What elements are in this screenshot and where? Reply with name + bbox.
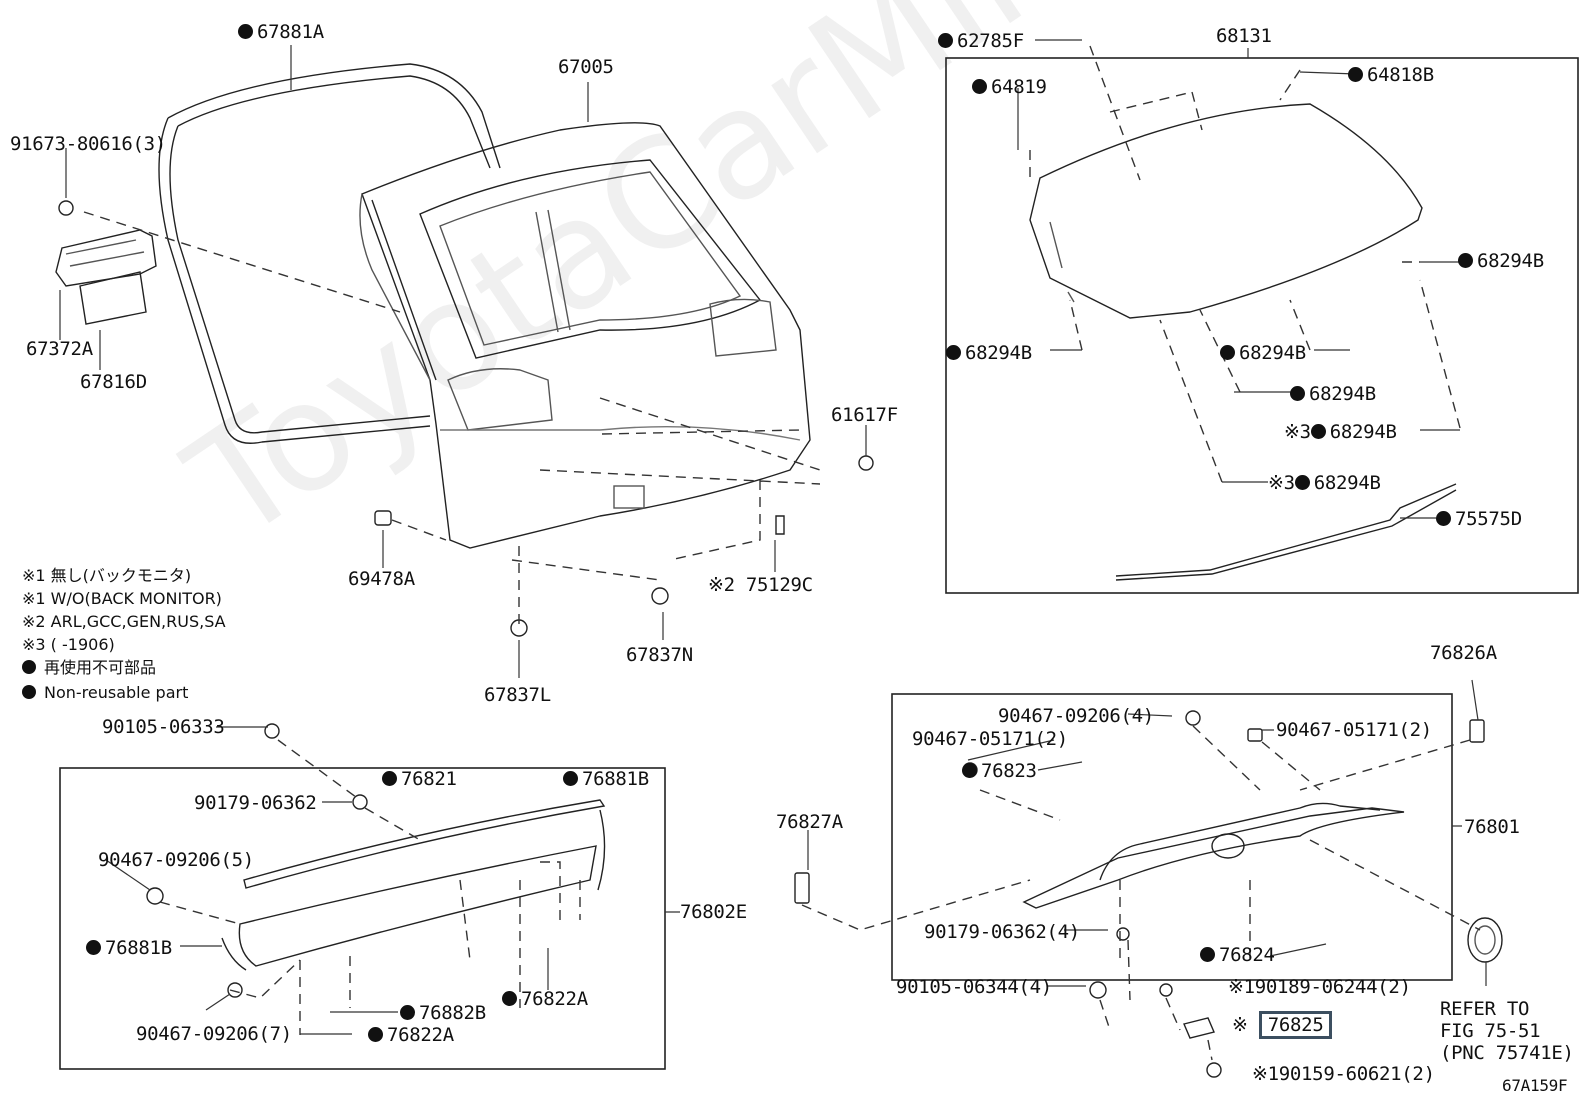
non-reusable-dot-icon	[86, 940, 101, 955]
label-76823: 76823	[962, 760, 1037, 782]
label-64818B: 64818B	[1348, 64, 1434, 86]
label-90179-06362: 90179-06362	[194, 792, 317, 814]
label-76881B-bottom: 76881B	[86, 937, 172, 959]
label-90189-06244: ※190189-06244(2)	[1228, 976, 1411, 998]
label-90159-60621: ※190159-60621(2)	[1252, 1063, 1435, 1085]
label-91673-80616: 91673-80616(3)	[10, 133, 166, 155]
label-69478A: 69478A	[348, 568, 415, 590]
non-reusable-dot-icon	[22, 660, 36, 674]
label-76882B: 76882B	[400, 1002, 486, 1024]
back-glass-drawing	[1029, 103, 1457, 581]
label-68294B-center-1: 68294B	[1220, 342, 1306, 364]
label-90467-09206-7: 90467-09206(7)	[136, 1023, 292, 1045]
non-reusable-dot-icon	[962, 763, 977, 778]
label-90467-09206-5: 90467-09206(5)	[98, 849, 254, 871]
label-67816D: 67816D	[80, 371, 147, 393]
label-76825: ※ 76825	[1232, 1011, 1333, 1039]
label-76822A-bottom: 76822A	[368, 1024, 454, 1046]
label-90105-06344: 90105-06344(4)	[896, 976, 1052, 998]
weatherstrip-drawing	[158, 63, 501, 444]
label-76824: 76824	[1200, 944, 1275, 966]
label-90179-06362-4: 90179-06362(4)	[924, 921, 1080, 943]
garnish-right-drawing	[1022, 802, 1405, 909]
label-76822A-right: 76822A	[502, 988, 588, 1010]
non-reusable-dot-icon	[1294, 475, 1310, 490]
highlighted-part-76825[interactable]: 76825	[1258, 1011, 1333, 1039]
label-64819: 64819	[972, 76, 1047, 98]
note-non-reusable-jp: 再使用不可部品	[22, 658, 156, 678]
note-1-en: ※1 W/O(BACK MONITOR)	[22, 589, 222, 608]
label-68294B-left: 68294B	[946, 342, 1032, 364]
non-reusable-dot-icon	[368, 1027, 383, 1042]
non-reusable-dot-icon	[1290, 386, 1305, 401]
note-2: ※2 ARL,GCC,GEN,RUS,SA	[22, 612, 226, 631]
label-67881A: 67881A	[238, 21, 324, 43]
non-reusable-dot-icon	[1436, 511, 1451, 526]
non-reusable-dot-icon	[1348, 67, 1363, 82]
figure-code: 67A159F	[1502, 1076, 1568, 1095]
label-90467-05171-right: 90467-05171(2)	[1276, 719, 1432, 741]
label-68294B-right: 68294B	[1458, 250, 1544, 272]
note-1-jp: ※1 無し(バックモニタ)	[22, 566, 192, 585]
leader-lines	[83, 45, 1481, 1061]
refer-line-2: FIG 75-51	[1440, 1020, 1541, 1042]
label-67005: 67005	[558, 56, 614, 78]
glass-group-frame	[945, 57, 1579, 594]
non-reusable-dot-icon	[1220, 345, 1235, 360]
label-76881B-top: 76881B	[563, 768, 649, 790]
non-reusable-dot-icon	[972, 79, 987, 94]
note-non-reusable-en: Non-reusable part	[22, 683, 188, 703]
label-61617F: 61617F	[831, 404, 898, 426]
non-reusable-dot-icon	[502, 991, 517, 1006]
label-62785F: 62785F	[938, 30, 1024, 52]
label-76827A: 76827A	[776, 811, 843, 833]
label-76801: 76801	[1464, 816, 1520, 838]
label-75129C: ※2 75129C	[708, 574, 813, 596]
non-reusable-dot-icon	[563, 771, 578, 786]
non-reusable-dot-icon	[22, 685, 36, 699]
label-76826A: 76826A	[1430, 642, 1497, 664]
label-68131: 68131	[1216, 25, 1272, 47]
refer-line-3: (PNC 75741E)	[1440, 1042, 1574, 1064]
lock-assembly-drawing	[55, 200, 157, 325]
mark-1: ※	[1232, 1014, 1248, 1036]
solid-leaders	[59, 39, 1487, 1035]
label-76821: 76821	[382, 768, 457, 790]
label-67837L: 67837L	[484, 684, 551, 706]
non-reusable-dot-icon	[238, 24, 253, 39]
label-90467-09206-4: 90467-09206(4)	[998, 705, 1154, 727]
label-90467-05171-left: 90467-05171(2)	[912, 728, 1068, 750]
label-67372A: 67372A	[26, 338, 93, 360]
non-reusable-dot-icon	[382, 771, 397, 786]
back-door-drawing	[359, 122, 811, 549]
non-reusable-dot-icon	[1310, 424, 1326, 439]
garnish-left-drawing	[221, 799, 606, 971]
label-75575D: 75575D	[1436, 508, 1522, 530]
label-90105-06333: 90105-06333	[102, 716, 225, 738]
label-68294B-center-2: 68294B	[1290, 383, 1376, 405]
label-67837N: 67837N	[626, 644, 693, 666]
label-76802E: 76802E	[680, 901, 747, 923]
note-3: ※3 ( -1906)	[22, 635, 115, 654]
refer-line-1: REFER TO	[1440, 998, 1530, 1020]
non-reusable-dot-icon	[1200, 947, 1215, 962]
garnish-right-frame	[891, 693, 1453, 981]
non-reusable-dot-icon	[1458, 253, 1473, 268]
non-reusable-dot-icon	[400, 1005, 415, 1020]
non-reusable-dot-icon	[946, 345, 961, 360]
garnish-left-frame	[59, 767, 666, 1070]
non-reusable-dot-icon	[938, 33, 953, 48]
